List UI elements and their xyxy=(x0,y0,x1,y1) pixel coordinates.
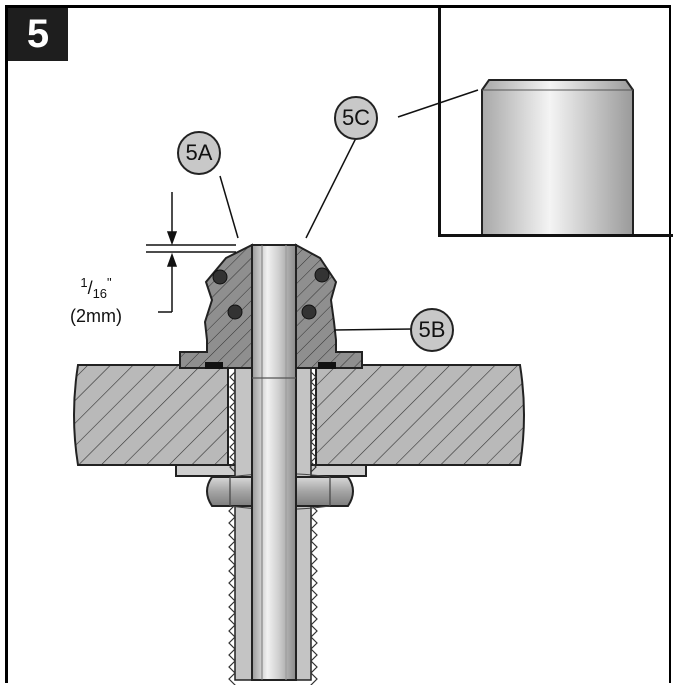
fraction-slash: / xyxy=(87,278,93,298)
tube xyxy=(251,244,297,681)
fitting-body xyxy=(179,243,363,369)
o-ring-left-upper xyxy=(212,269,228,285)
detail-inset xyxy=(438,8,673,237)
dimension-label: 1/16" (2mm) xyxy=(70,272,122,327)
callout-5b: 5B xyxy=(410,308,454,352)
callout-5c: 5C xyxy=(334,96,378,140)
fraction-denominator: 16 xyxy=(92,286,108,301)
o-ring-right-upper xyxy=(314,267,330,283)
leader-lines xyxy=(219,89,479,331)
o-ring-left-lower xyxy=(227,304,243,320)
dimension-marker xyxy=(146,192,236,313)
step-number-badge: 5 xyxy=(8,8,68,61)
inch-mark: " xyxy=(107,275,112,290)
dimension-fraction: 1/16" xyxy=(70,272,122,305)
dimension-metric: (2mm) xyxy=(70,306,122,326)
o-ring-right-lower xyxy=(301,304,317,320)
callout-5a: 5A xyxy=(177,131,221,175)
countertop-section xyxy=(73,364,525,466)
diagram-frame xyxy=(5,5,671,683)
fraction-numerator: 1 xyxy=(80,275,88,290)
